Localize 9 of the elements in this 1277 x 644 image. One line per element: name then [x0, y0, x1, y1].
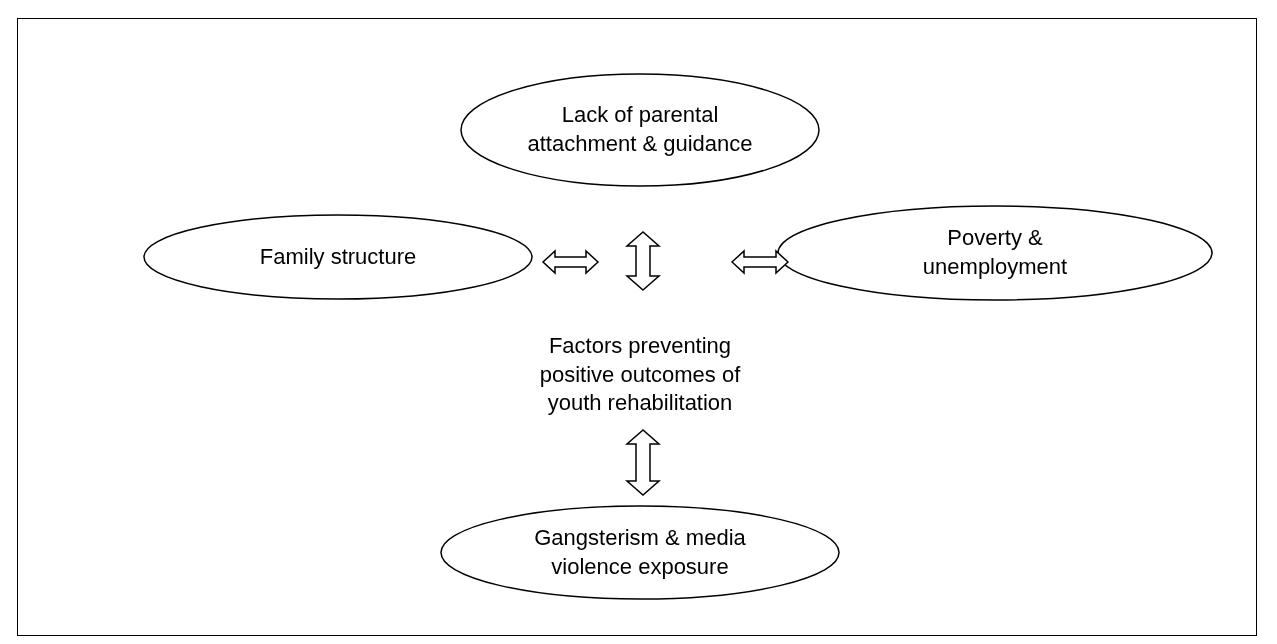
double-arrow	[625, 231, 661, 291]
node-label: Factors preventing positive outcomes of youth rehabilitation	[538, 332, 742, 418]
double-arrow	[625, 429, 661, 496]
double-arrow	[730, 249, 790, 275]
node-label: Poverty & unemployment	[921, 224, 1069, 281]
double-arrow	[541, 249, 600, 275]
node-label: Family structure	[259, 242, 417, 271]
node-label: Gangsterism & media violence exposure	[533, 523, 747, 581]
node-label: Lack of parental attachment & guidance	[526, 101, 754, 158]
